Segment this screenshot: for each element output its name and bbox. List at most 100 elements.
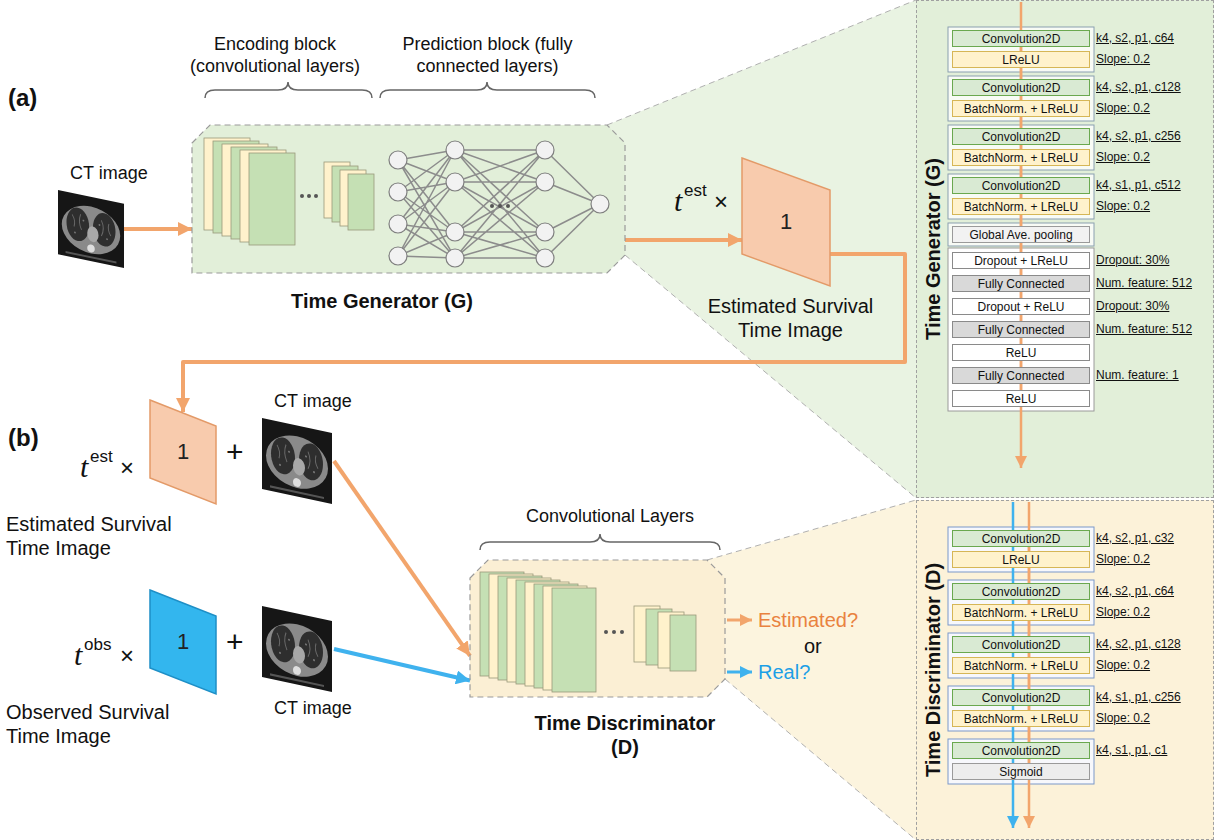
ellipsis-dots [490, 204, 510, 208]
art-rect [948, 125, 1094, 170]
art-rect [948, 223, 1094, 246]
node-text: ReLU [1006, 393, 1037, 405]
art-circle [604, 630, 608, 634]
layer-box: Convolution2D [952, 128, 1090, 145]
node-text: Convolution2D [982, 745, 1061, 757]
bracket [480, 534, 720, 550]
art-circle [389, 151, 407, 169]
label-text: obs [84, 636, 111, 653]
art-rect [948, 739, 1094, 784]
layer-box: Convolution2D [952, 30, 1090, 47]
layer-parameter: k4, s2, p1, c128 [1096, 79, 1181, 96]
layer-box: BatchNorm. + LReLU [952, 100, 1090, 117]
time-image-shape [742, 158, 830, 286]
connector [1020, 215, 1023, 226]
label-text: Encoding block (convolutional layers) [180, 34, 370, 77]
time-image-shape [150, 590, 216, 694]
label-text: Real? [758, 660, 810, 684]
connector [1028, 621, 1031, 636]
layer-parameter: Num. feature: 512 [1096, 275, 1192, 292]
label-text: Prediction block (fully connected layers… [380, 34, 595, 77]
connector [183, 254, 905, 412]
layer-parameter: k4, s1, p1, c512 [1096, 177, 1181, 194]
art-rect [948, 527, 1094, 572]
time-image: 1 [150, 590, 216, 694]
art-rect [348, 174, 374, 230]
ct-picture [262, 606, 332, 692]
layer-parameter: Slope: 0.2 [1096, 149, 1150, 166]
label-text: or [804, 634, 822, 658]
label-text: Convolutional Layers [505, 506, 715, 528]
art-rect [249, 153, 295, 245]
ct-picture [262, 418, 332, 504]
art-circle [536, 173, 554, 191]
art-rect [552, 588, 596, 692]
layer-box: BatchNorm. + LReLU [952, 149, 1090, 166]
node-outline [470, 560, 725, 697]
node-text: Dropout + LReLU [974, 255, 1068, 267]
ellipsis-dots [604, 630, 624, 634]
label-text: t [74, 640, 82, 670]
art-circle [446, 173, 464, 191]
layer-box: Sigmoid [952, 763, 1090, 780]
layer-box: Global Ave. pooling [952, 226, 1090, 243]
connector [1020, 117, 1023, 128]
label-text: t [80, 452, 88, 482]
node-text: LReLU [1002, 554, 1039, 566]
node-text: BatchNorm. + LReLU [964, 713, 1078, 725]
label-text: Estimated? [758, 608, 858, 632]
art-rect [948, 633, 1094, 678]
node-text: Global Ave. pooling [969, 229, 1072, 241]
layer-parameter: Slope: 0.2 [1096, 710, 1150, 727]
block-outline [192, 125, 625, 273]
label-text: Estimated Survival Time Image [698, 294, 883, 342]
connector [1020, 166, 1023, 177]
art-circle [506, 204, 510, 208]
node-text: CT image [274, 698, 352, 720]
art-rect [948, 580, 1094, 625]
node-text: CT image [274, 391, 352, 413]
label-text: (b) [8, 426, 39, 450]
architecture-panel: Time Discriminator (D)Convolution2DLReLU… [916, 500, 1214, 840]
art-circle [490, 204, 494, 208]
output-arrow [727, 671, 752, 674]
layer-parameter: k4, s2, p1, c256 [1096, 128, 1181, 145]
feature-maps [480, 572, 696, 692]
ct-picture [58, 190, 124, 268]
layer-box: Convolution2D [952, 583, 1090, 600]
label-text: × [714, 190, 728, 214]
node-text: Dropout + ReLU [977, 301, 1064, 313]
layer-parameter: k4, s1, p1, c256 [1096, 689, 1181, 706]
node-text: Convolution2D [982, 180, 1061, 192]
layer-box: Convolution2D [952, 742, 1090, 759]
network-block: Time Generator (G) [192, 125, 625, 273]
layer-box: Fully Connected [952, 367, 1090, 384]
node-text: Fully Connected [978, 278, 1065, 290]
label-text: Estimated Survival Time Image [6, 512, 184, 560]
connector [1028, 727, 1031, 742]
label-text: + [226, 627, 244, 657]
art-circle [620, 630, 624, 634]
ct-image: CT image [262, 606, 332, 692]
layer-frame [948, 248, 1094, 411]
layer-parameter: k4, s2, p1, c64 [1096, 583, 1174, 600]
label-text: × [120, 456, 134, 480]
architecture-panel: Time Generator (G)Convolution2DLReLUConv… [916, 0, 1214, 498]
layer-box: BatchNorm. + LReLU [952, 198, 1090, 215]
node-text: Convolution2D [982, 692, 1061, 704]
layer-box: Convolution2D [952, 177, 1090, 194]
node-text: Convolution2D [982, 586, 1061, 598]
time-image: 1 [150, 400, 216, 504]
network-links [398, 150, 600, 258]
label-text: × [120, 644, 134, 668]
layer-parameter: k4, s1, p1, c1 [1096, 742, 1167, 759]
zoom-wedge [607, 0, 916, 498]
node-text: Convolution2D [982, 533, 1061, 545]
block-ground [470, 560, 725, 697]
layer-parameter: Slope: 0.2 [1096, 604, 1150, 621]
node-text: ReLU [1006, 347, 1037, 359]
layer-box: Dropout + LReLU [952, 252, 1090, 269]
layer-box: ReLU [952, 390, 1090, 407]
art-circle [536, 249, 554, 267]
layer-parameter: Slope: 0.2 [1096, 657, 1150, 674]
